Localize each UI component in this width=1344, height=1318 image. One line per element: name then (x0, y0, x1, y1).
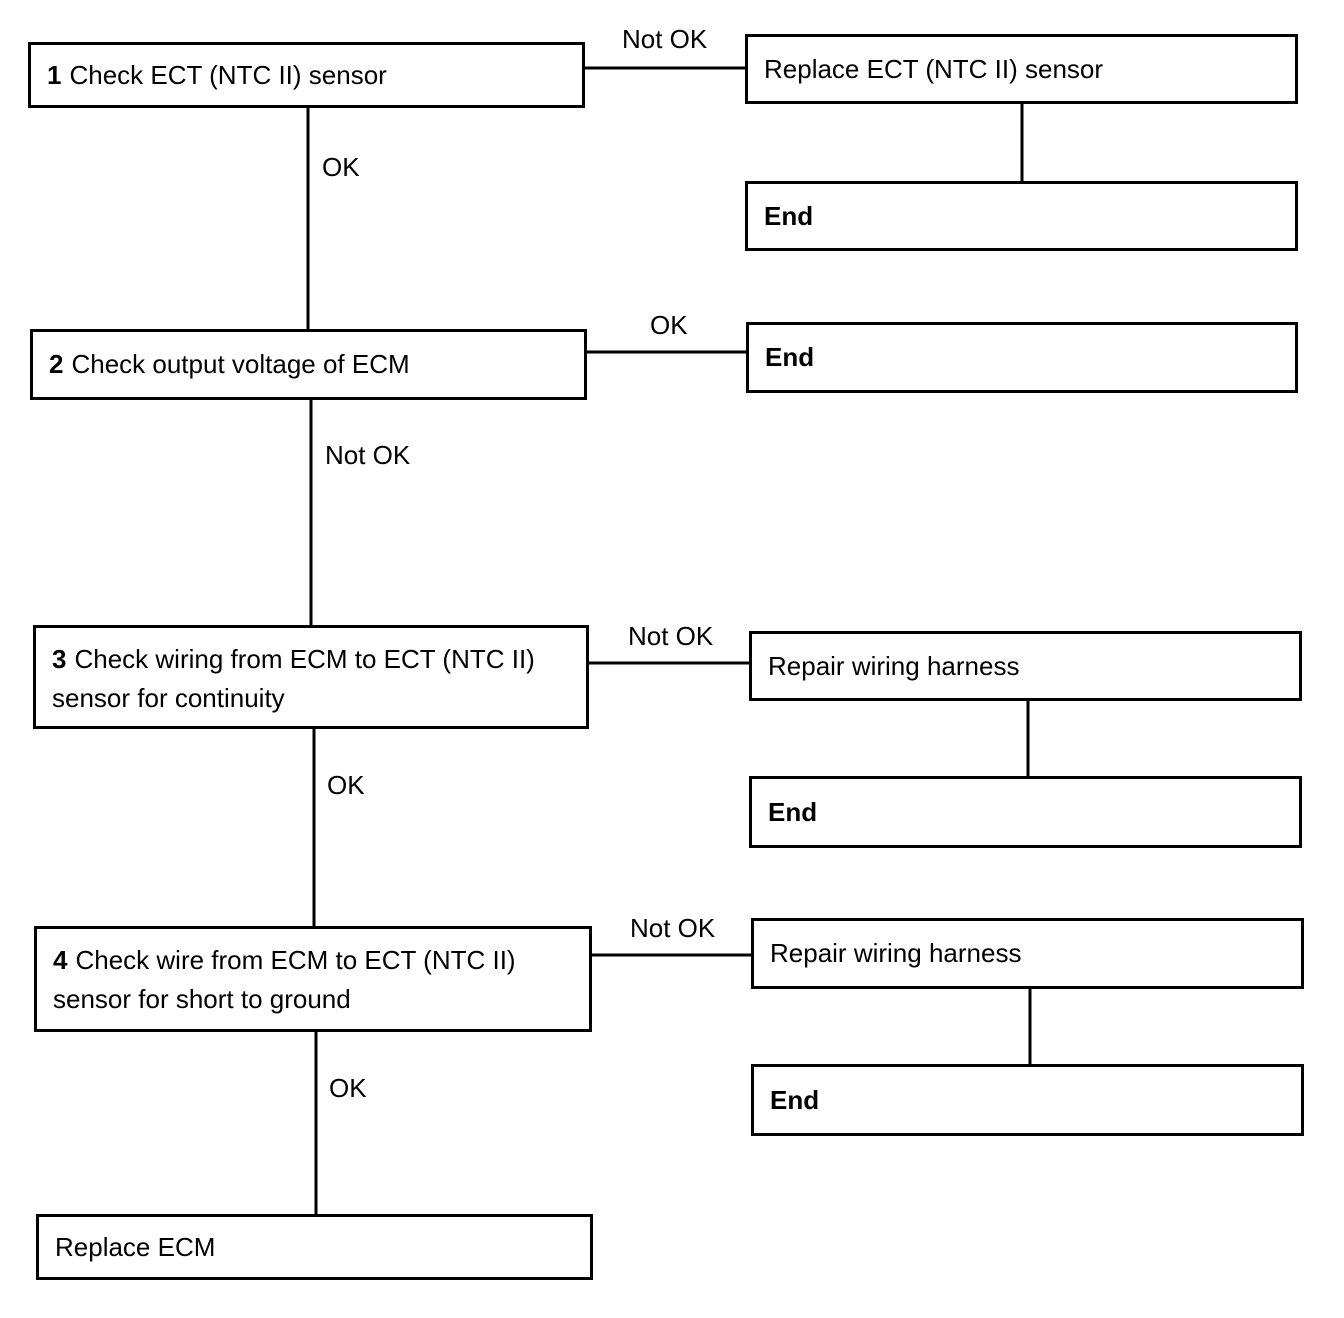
branch-label-step4-not-ok: Not OK (630, 913, 716, 943)
repair-harness-text-2: Repair wiring harness (770, 938, 1022, 968)
branch-label-step1-not-ok: Not OK (622, 24, 708, 54)
end-box-1: End (745, 181, 1298, 251)
branch-label-step2-ok: OK (650, 310, 688, 340)
step-2-text: Check output voltage of ECM (71, 349, 410, 379)
step-1-text: Check ECT (NTC II) sensor (69, 59, 387, 90)
step-3-text-line-1: Check wiring from ECM to ECT (NTC II) (74, 644, 535, 674)
end-label-3: End (768, 796, 818, 827)
end-label-4: End (770, 1084, 820, 1115)
branch-label-step3-not-ok: Not OK (628, 621, 714, 651)
repair-harness-box-2: Repair wiring harness (751, 918, 1304, 989)
replace-sensor-box: Replace ECT (NTC II) sensor (745, 34, 1298, 104)
end-box-3: End (749, 776, 1302, 848)
step-2-number: 2 (49, 349, 64, 379)
replace-sensor-text: Replace ECT (NTC II) sensor (764, 53, 1104, 84)
end-label-1: End (764, 200, 814, 231)
repair-harness-text-1: Repair wiring harness (768, 650, 1020, 681)
branch-label-step3-ok: OK (327, 770, 365, 800)
step-4-text-line-2: sensor for short to ground (53, 984, 351, 1014)
end-box-4: End (751, 1064, 1304, 1136)
step-4-text-line-1: Check wire from ECM to ECT (NTC II) (75, 945, 516, 975)
branch-label-step4-ok: OK (329, 1073, 367, 1103)
step-1-box: 1 Check ECT (NTC II) sensor (28, 42, 585, 108)
repair-harness-box-1: Repair wiring harness (749, 631, 1302, 701)
step-3-text-line-2: sensor for continuity (52, 683, 285, 713)
branch-label-step1-ok: OK (322, 152, 360, 182)
step-1-number: 1 (47, 59, 62, 90)
step-2-box: 2 Check output voltage of ECM (30, 329, 587, 400)
branch-label-step2-not-ok: Not OK (325, 440, 411, 470)
step-4-number: 4 (53, 945, 68, 975)
step-3-number: 3 (52, 644, 67, 674)
end-box-2: End (746, 322, 1298, 393)
end-label-2: End (765, 342, 815, 372)
replace-ecm-text: Replace ECM (55, 1231, 216, 1262)
replace-ecm-box: Replace ECM (36, 1214, 593, 1280)
